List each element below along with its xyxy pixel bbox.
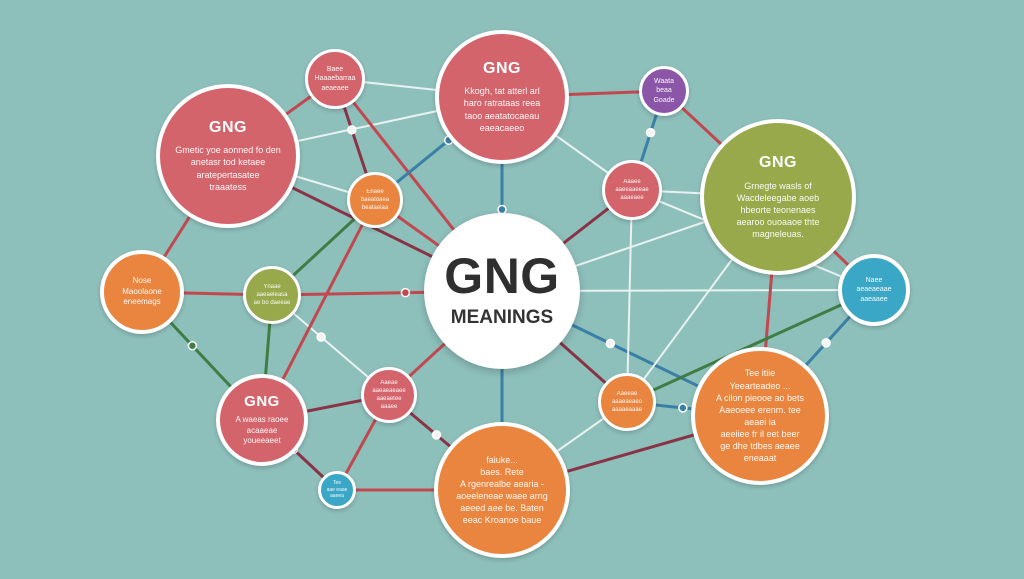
edge-dot	[400, 287, 411, 298]
node-bottom-center: faiuke... baes. Rete A rgenrealbe aearia…	[434, 422, 570, 558]
node-text: Tee aae eaae aaeea	[326, 479, 348, 500]
edge-dot	[347, 125, 357, 135]
node-text: Naee aeaeaeaae aaeaaee	[856, 276, 892, 303]
node-small-mid-right: Aaaee aaeeaaeeae aaaeaee	[602, 160, 662, 220]
node-text: Kkogh, tat atterl arl haro ratrataas ree…	[463, 86, 541, 133]
node-small-mid-left: Enaee baeatoaea beataeiaa	[347, 172, 403, 228]
node-text: Aaaee aaeeaaeeae aaaeaee	[615, 178, 649, 202]
node-blue-right: Naee aeaeaeaae aaeaaee	[838, 254, 910, 326]
node-small-top: Baee Haaaebarraa aeaeaee	[305, 49, 365, 109]
edge-small-mid-right-small-right-low	[626, 189, 633, 403]
node-blue-bottom: Tee aae eaae aaeea	[318, 471, 356, 509]
node-top-left-big: GNG Gmetic yoe aonned fo den anetasr tod …	[156, 84, 300, 228]
node-text: Aaeeae aaaeaeaeo aaaaeaaae	[611, 390, 643, 414]
edge-dot	[316, 332, 326, 342]
node-text: faiuke... baes. Rete A rgenrealbe aearia…	[456, 454, 548, 526]
edge-dot	[431, 430, 442, 440]
node-title: GNG	[759, 153, 797, 171]
center-title: GNG	[444, 248, 560, 305]
node-text: Grnegte wasls of Wacdeleegabe aoeb hbeor…	[736, 180, 820, 240]
edge-dot	[187, 341, 198, 351]
node-small-center-low: Aaeae aaeaeaeaee aaeaetee aaaee	[361, 367, 417, 423]
node-text: Nose Maoolaone eneemags	[122, 275, 162, 307]
node-text: Aaeae aaeaeaeaee aaeaetee aaaee	[372, 379, 406, 411]
node-text: Baee Haaaebarraa aeaeaee	[314, 65, 356, 92]
node-small-right-low: Aaeeae aaaeaeaeo aaaaeaaae	[598, 373, 656, 431]
node-small-olive: Ynaae aaeaeleasa ae bo daeeae	[243, 266, 301, 324]
node-title: GNG	[209, 119, 247, 137]
node-text: Ynaae aaeaeleasa ae bo daeeae	[253, 283, 291, 307]
center-node: GNG MEANINGS	[424, 213, 580, 369]
node-text: Enaee baeatoaea beataeiaa	[360, 188, 390, 212]
edge-dot	[678, 403, 688, 413]
node-title: GNG	[483, 60, 521, 78]
center-subtitle: MEANINGS	[450, 307, 554, 329]
edge-dot	[645, 127, 656, 138]
node-left-orange: Nose Maoolaone eneemags	[100, 250, 184, 334]
node-text: Gmetic yoe aonned fo den anetasr tod ket…	[175, 145, 281, 192]
edge-dot	[605, 338, 616, 349]
node-text: Tee itiie Yeearteadeo ... A cilon pieooe…	[715, 368, 805, 464]
node-top-center: GNG Kkogh, tat atterl arl haro ratrataas …	[435, 30, 569, 164]
edge-blue-right-small-right-low	[625, 288, 876, 404]
edge-dot	[821, 338, 831, 348]
node-text: A waeas raoee acaaeae youeeaeet	[235, 414, 289, 446]
node-title: GNG	[244, 392, 280, 410]
node-bottom-right: Tee itiie Yeearteadeo ... A cilon pieooe…	[691, 347, 829, 485]
node-purple: Waata beaa Goade	[639, 66, 689, 116]
node-bottom-left: GNG A waeas raoee acaaeae youeeaeet	[216, 374, 308, 466]
node-text: Waata beaa Goade	[653, 77, 675, 104]
node-top-right-big: GNG Grnegte wasls of Wacdeleegabe aoeb hb…	[700, 119, 856, 275]
